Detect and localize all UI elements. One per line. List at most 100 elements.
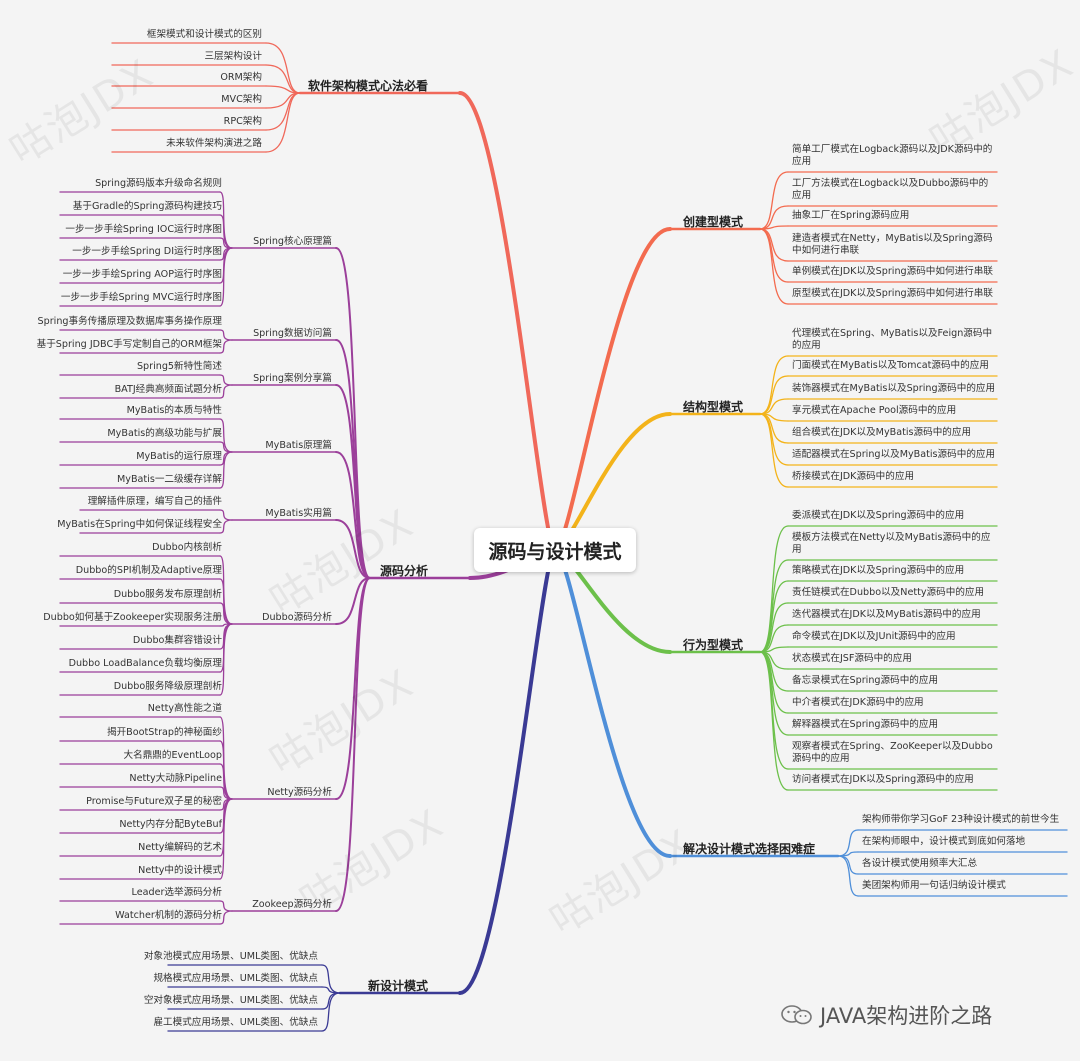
creational-item[interactable]: 工厂方法模式在Logback以及Dubbo源码中的应用 xyxy=(792,178,989,201)
source-item[interactable]: MyBatis的本质与特性 xyxy=(126,405,222,416)
source-item[interactable]: Netty中的设计模式 xyxy=(138,865,222,876)
creational-branch-title[interactable]: 创建型模式 xyxy=(683,215,744,229)
decision-item[interactable]: 各设计模式使用频率大汇总 xyxy=(862,858,978,869)
arch-branch-title[interactable]: 软件架构模式心法必看 xyxy=(307,79,428,93)
branch-line xyxy=(553,227,672,552)
structural-item[interactable]: 代理模式在Spring、MyBatis以及Feign源码中的应用 xyxy=(792,328,993,351)
behavioral-item[interactable]: 委派模式在JDK以及Spring源码中的应用 xyxy=(792,510,965,521)
structural-item[interactable]: 适配器模式在Spring以及MyBatis源码中的应用 xyxy=(792,449,996,460)
creational-item[interactable]: 抽象工厂在Spring源码应用 xyxy=(792,210,910,221)
branch-line xyxy=(837,851,859,857)
structural-item[interactable]: 组合模式在JDK以及MyBatis源码中的应用 xyxy=(792,427,972,438)
branch-line xyxy=(335,384,371,579)
creational-item[interactable]: 单例模式在JDK以及Spring源码中如何进行串联 xyxy=(792,266,993,277)
arch-item[interactable]: 框架模式和设计模式的区别 xyxy=(146,29,262,40)
source-branch-title[interactable]: 源码分析 xyxy=(379,564,428,578)
behavioral-item[interactable]: 中介者模式在JDK源码中的应用 xyxy=(792,697,924,708)
source-group-title[interactable]: MyBatis原理篇 xyxy=(265,440,332,451)
structural-item[interactable]: 享元模式在Apache Pool源码中的应用 xyxy=(792,405,957,416)
behavioral-item[interactable]: 解释器模式在Spring源码中的应用 xyxy=(792,719,939,730)
newpatterns-item[interactable]: 规格模式应用场景、UML类图、优缺点 xyxy=(153,973,318,984)
behavioral-item[interactable]: 迭代器模式在JDK以及MyBatis源码中的应用 xyxy=(792,609,981,620)
behavioral-item[interactable]: 策略模式在JDK以及Spring源码中的应用 xyxy=(792,565,965,576)
source-item[interactable]: Spring事务传播原理及数据库事务操作原理 xyxy=(37,316,222,327)
central-topic[interactable]: 源码与设计模式 xyxy=(474,528,636,572)
source-item[interactable]: MyBatis的运行原理 xyxy=(136,451,222,462)
source-item[interactable]: Dubbo内核剖析 xyxy=(152,542,222,553)
source-item[interactable]: 理解插件原理，编写自己的插件 xyxy=(87,496,222,507)
structural-item[interactable]: 门面模式在MyBatis以及Tomcat源码中的应用 xyxy=(792,360,989,371)
source-item[interactable]: Netty高性能之道 xyxy=(147,703,222,714)
branch-line xyxy=(219,384,233,399)
creational-item[interactable]: 原型模式在JDK以及Spring源码中如何进行串联 xyxy=(792,288,993,299)
source-item[interactable]: Dubbo集群容错设计 xyxy=(132,635,222,646)
behavioral-item[interactable]: 责任链模式在Dubbo以及Netty源码中的应用 xyxy=(792,587,985,598)
source-item[interactable]: Watcher机制的源码分析 xyxy=(115,910,222,921)
source-item[interactable]: Promise与Future双子星的秘密 xyxy=(86,796,222,807)
arch-item[interactable]: 未来软件架构演进之路 xyxy=(166,138,262,149)
creational-item[interactable]: 建造者模式在Netty，MyBatis以及Spring源码中如何进行串联 xyxy=(792,233,993,256)
source-item[interactable]: Dubbo LoadBalance负载均衡原理 xyxy=(68,658,222,669)
behavioral-item[interactable]: 模板方法模式在Netty以及MyBatis源码中的应用 xyxy=(792,532,991,555)
newpatterns-branch-title[interactable]: 新设计模式 xyxy=(367,979,428,993)
newpatterns-item[interactable]: 对象池模式应用场景、UML类图、优缺点 xyxy=(143,951,318,962)
behavioral-item[interactable]: 访问者模式在JDK以及Spring源码中的应用 xyxy=(792,774,974,785)
newpatterns-item[interactable]: 空对象模式应用场景、UML类图、优缺点 xyxy=(143,995,318,1006)
branch-line xyxy=(458,548,557,995)
source-item[interactable]: Dubbo服务发布原理剖析 xyxy=(113,589,222,600)
branch-line xyxy=(219,339,233,354)
source-item[interactable]: Spring源码版本升级命名规则 xyxy=(95,178,222,189)
source-item[interactable]: Leader选举源码分析 xyxy=(131,887,222,898)
source-group-title[interactable]: Zookeep源码分析 xyxy=(252,899,332,910)
decision-item[interactable]: 美团架构师用一句话归纳设计模式 xyxy=(862,880,1006,891)
source-item[interactable]: 揭开BootStrap的神秘面纱 xyxy=(106,727,222,738)
branch-line xyxy=(759,228,789,262)
source-group-title[interactable]: MyBatis实用篇 xyxy=(265,508,332,519)
structural-branch-title[interactable]: 结构型模式 xyxy=(683,400,744,414)
structural-item[interactable]: 桥接模式在JDK源码中的应用 xyxy=(792,471,915,482)
source-item[interactable]: MyBatis一二级缓存详解 xyxy=(117,474,222,485)
arch-item[interactable]: MVC架构 xyxy=(221,94,262,105)
source-item[interactable]: MyBatis的高级功能与扩展 xyxy=(107,428,222,439)
creational-item[interactable]: 简单工厂模式在Logback源码以及JDK源码中的应用 xyxy=(792,144,993,167)
source-group-title[interactable]: Spring核心原理篇 xyxy=(253,236,332,247)
structural-item[interactable]: 装饰器模式在MyBatis以及Spring源码中的应用 xyxy=(792,383,996,394)
arch-item[interactable]: ORM架构 xyxy=(220,72,262,83)
branch-line xyxy=(837,855,859,897)
source-item[interactable]: Dubbo的SPI机制及Adaptive原理 xyxy=(75,565,222,576)
source-item[interactable]: Spring5新特性简述 xyxy=(136,361,222,372)
source-item[interactable]: BATJ经典高频面试题分析 xyxy=(114,384,222,395)
source-item[interactable]: Netty大动脉Pipeline xyxy=(129,773,222,784)
branch-line xyxy=(759,559,789,653)
source-item[interactable]: Netty编解码的艺术 xyxy=(138,842,222,853)
behavioral-branch-title[interactable]: 行为型模式 xyxy=(683,638,744,652)
decision-item[interactable]: 在架构师眼中，设计模式到底如何落地 xyxy=(862,836,1026,847)
branch-line xyxy=(458,91,557,552)
branch-line xyxy=(759,355,789,415)
source-group-title[interactable]: Spring数据访问篇 xyxy=(253,328,332,339)
source-item[interactable]: 一步一步手绘Spring MVC运行时序图 xyxy=(60,292,222,303)
behavioral-item[interactable]: 命令模式在JDK以及JUnit源码中的应用 xyxy=(792,631,956,642)
arch-item[interactable]: RPC架构 xyxy=(223,116,262,127)
decision-item[interactable]: 架构师带你学习GoF 23种设计模式的前世今生 xyxy=(862,814,1060,825)
source-item[interactable]: 基于Gradle的Spring源码构建技巧 xyxy=(72,201,222,212)
arch-item[interactable]: 三层架构设计 xyxy=(204,51,262,62)
source-item[interactable]: Dubbo服务降级原理剖析 xyxy=(113,681,222,692)
source-item[interactable]: 一步一步手绘Spring IOC运行时序图 xyxy=(65,224,222,235)
source-item[interactable]: 一步一步手绘Spring DI运行时序图 xyxy=(72,246,222,257)
source-group-title[interactable]: Netty源码分析 xyxy=(267,787,332,798)
source-group-title[interactable]: Dubbo源码分析 xyxy=(262,612,332,623)
source-item[interactable]: Netty内存分配ByteBuf xyxy=(119,819,222,830)
source-item[interactable]: 大名鼎鼎的EventLoop xyxy=(123,750,222,761)
newpatterns-item[interactable]: 雇工模式应用场景、UML类图、优缺点 xyxy=(153,1017,318,1028)
source-group-title[interactable]: Spring案例分享篇 xyxy=(253,373,332,384)
source-item[interactable]: MyBatis在Spring中如何保证线程安全 xyxy=(57,519,222,530)
branch-line xyxy=(265,64,301,94)
source-item[interactable]: Dubbo如何基于Zookeeper实现服务注册 xyxy=(43,612,222,623)
behavioral-item[interactable]: 状态模式在JSF源码中的应用 xyxy=(792,653,912,664)
decision-branch-title[interactable]: 解决设计模式选择困难症 xyxy=(683,842,816,856)
behavioral-item[interactable]: 备忘录模式在Spring源码中的应用 xyxy=(792,675,939,686)
source-item[interactable]: 基于Spring JDBC手写定制自己的ORM框架 xyxy=(36,339,222,350)
behavioral-item[interactable]: 观察者模式在Spring、ZooKeeper以及Dubbo源码中的应用 xyxy=(792,741,993,764)
source-item[interactable]: 一步一步手绘Spring AOP运行时序图 xyxy=(62,269,222,280)
